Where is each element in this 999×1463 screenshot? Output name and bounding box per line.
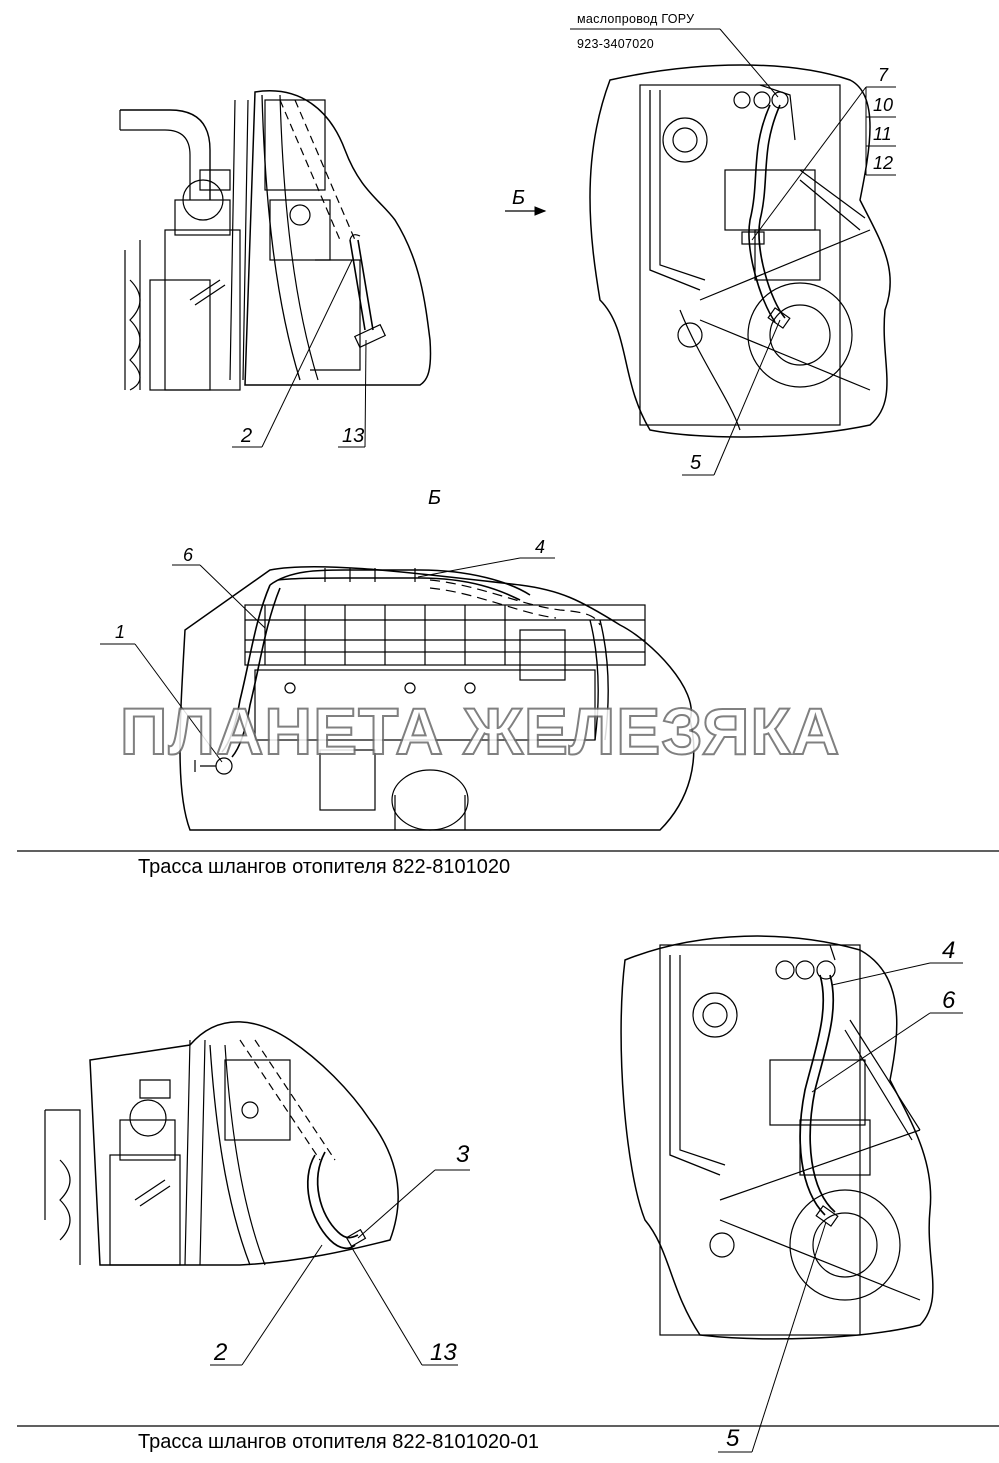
top-left-engine-view — [119, 90, 432, 391]
middle-leaders — [100, 557, 555, 763]
top-right-engine-view — [589, 64, 891, 438]
oil-pipe-part-number: 923-3407020 — [577, 37, 654, 51]
callout-13-bottom-left: 13 — [430, 1339, 457, 1366]
callout-12: 12 — [873, 153, 894, 173]
view-arrow-label: Б — [512, 187, 526, 209]
callout-11: 11 — [873, 124, 892, 144]
bottom-right-leaders — [718, 962, 963, 1453]
callout-13-top-left: 13 — [342, 425, 365, 447]
bottom-left-leaders — [210, 1169, 470, 1366]
watermark: ПЛАНЕТА ЖЕЛЕЗЯКА — [119, 693, 841, 769]
callout-7: 7 — [878, 65, 889, 85]
callout-1-middle: 1 — [115, 622, 126, 642]
callout-5-bottom-right: 5 — [726, 1425, 740, 1452]
bottom-right-engine-view — [620, 935, 934, 1340]
middle-engine-view — [179, 565, 695, 831]
callout-4-bottom-right: 4 — [942, 937, 956, 964]
callout-6-middle: 6 — [183, 545, 194, 565]
callout-10: 10 — [873, 95, 894, 115]
callout-2-top-left: 2 — [241, 425, 253, 447]
top-left-leaders — [232, 259, 367, 448]
caption-2: Трасса шлангов отопителя 822-8101020-01 — [138, 1431, 540, 1453]
callout-3-bottom-left: 3 — [456, 1141, 470, 1168]
top-right-leaders — [505, 28, 896, 476]
bottom-left-engine-view — [44, 1021, 399, 1266]
caption-1: Трасса шлангов отопителя 822-8101020 — [138, 856, 511, 878]
callout-4-middle: 4 — [535, 537, 546, 557]
callout-6-bottom-right: 6 — [942, 987, 956, 1014]
oil-pipe-note: маслопровод ГОРУ — [577, 12, 695, 26]
callout-2-bottom-left: 2 — [214, 1339, 228, 1366]
callout-5-top-right: 5 — [690, 452, 702, 474]
section-label-b: Б — [428, 487, 442, 509]
